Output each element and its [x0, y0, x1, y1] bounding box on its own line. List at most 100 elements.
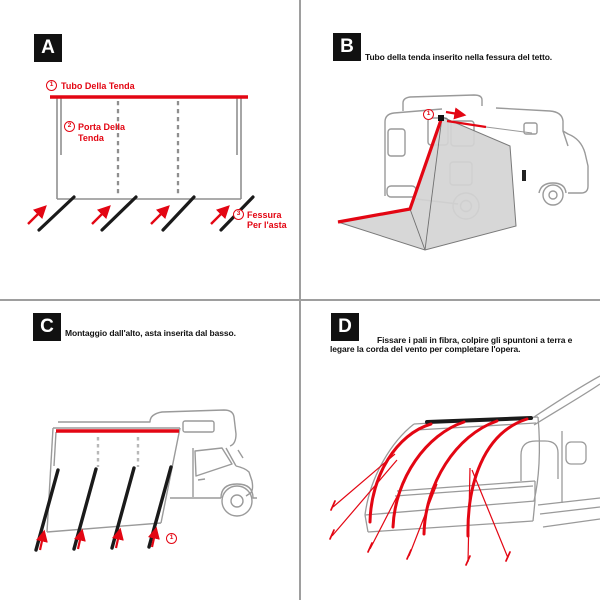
front-wheel-arch	[220, 483, 257, 499]
motorhome-rear-diagram	[337, 94, 589, 251]
callout-3-badge: 3	[233, 209, 244, 220]
panel-d-caption-line1: Fissare i pali in fibra, colpire gli spu…	[377, 335, 573, 345]
quadrant-divider-horizontal	[0, 299, 600, 301]
door-arch	[520, 440, 559, 481]
motorhome-outline	[58, 409, 257, 517]
guy-rope	[332, 453, 396, 508]
panel-right-edge	[160, 427, 181, 524]
awning-fabric	[337, 116, 517, 251]
guy-ropes	[331, 453, 509, 563]
fabric-creases	[409, 116, 443, 251]
fiber-pole-arcs	[368, 417, 529, 538]
guy-rope	[408, 483, 438, 557]
roof-box	[402, 94, 483, 111]
awning-poles	[34, 465, 173, 552]
body-line	[542, 518, 600, 528]
side-box	[565, 441, 587, 465]
door-handle-mark	[522, 170, 526, 181]
tent-front-diagram	[27, 95, 255, 232]
pole-line	[100, 195, 138, 232]
stake-peg	[406, 549, 412, 560]
stake-peg	[465, 555, 471, 566]
panel-b: B Tubo della tenda inserito nella fessur…	[300, 0, 600, 300]
awning-mid-seam	[394, 485, 534, 497]
panel-bottom-edge	[46, 522, 162, 533]
arrow-icon	[73, 528, 86, 550]
panel-a: A 1 Tubo Della Tenda 2 Porta Della Tenda…	[0, 0, 300, 300]
panel-letter-chip: A	[34, 34, 62, 62]
label-door-line1: Porta Della	[78, 122, 126, 132]
roof-sweep	[530, 375, 600, 420]
arrow-icon	[27, 205, 47, 225]
callout-1-badge: 1	[423, 109, 434, 120]
panel-fold-dashes	[96, 437, 140, 467]
panel-b-caption: Tubo della tenda inserito nella fessura …	[365, 52, 553, 62]
tent-fold-dashes	[116, 101, 180, 197]
awning-panel-outline	[46, 427, 181, 533]
windshield-line	[562, 130, 569, 147]
pole-line	[34, 468, 60, 552]
fiber-pole-arc	[368, 422, 433, 524]
door-handle	[197, 478, 206, 481]
arrow-icon	[150, 205, 170, 225]
guy-rope	[369, 480, 406, 550]
body-line	[537, 497, 600, 506]
insert-direction-arrows	[27, 205, 230, 225]
panel-letter-chip: C	[33, 313, 61, 341]
callout-1-badge: 1	[46, 80, 57, 91]
arrow-icon	[111, 527, 124, 549]
stake-peg	[330, 500, 336, 511]
tube-insert-red-line	[337, 116, 444, 224]
front-wheel	[221, 485, 253, 517]
awning-left-edge	[364, 423, 415, 516]
roof-sweep	[533, 383, 600, 426]
callout-2-badge: 2	[64, 121, 75, 132]
arrow-icon	[35, 529, 48, 551]
a-pillar	[225, 447, 237, 467]
cab-window	[523, 122, 538, 135]
fiber-pole-arc	[391, 420, 466, 529]
front-wheel-arch	[538, 182, 567, 194]
guy-rope	[331, 459, 398, 537]
label-slot-line1: Fessura	[247, 210, 282, 220]
roof-rail-bar	[425, 416, 533, 424]
panel-d-caption-line2: legare la corda del vento per completare…	[330, 344, 521, 354]
roof-and-luton	[58, 409, 237, 447]
panel-letter-chip: B	[333, 33, 361, 61]
crease-line	[409, 208, 426, 251]
front-wheel-hub	[230, 494, 244, 508]
stake-peg	[505, 551, 511, 562]
pole-line	[110, 466, 136, 550]
stake-peg	[367, 542, 373, 553]
guy-rope	[471, 469, 509, 559]
crease-line	[424, 116, 443, 251]
front-wheel	[542, 184, 564, 206]
pole-line	[72, 467, 98, 551]
panel-left-edge	[46, 427, 54, 533]
vehicle-and-awning-outline	[364, 375, 600, 533]
mirror	[237, 449, 244, 459]
ground-stakes	[329, 500, 511, 566]
motorhome-side-diagram	[34, 409, 257, 552]
awning-mid-seam	[396, 480, 536, 492]
awning-skirt-bottom	[367, 520, 534, 533]
pole-line	[161, 195, 196, 232]
panel-c: C Montaggio dall'alto, asta inserita dal…	[0, 300, 300, 600]
roof-rail-line	[485, 126, 533, 134]
front-wheel-hub	[548, 190, 558, 200]
tube-end-mark	[438, 115, 444, 121]
pole-line	[37, 195, 76, 232]
arrow-icon	[147, 526, 160, 548]
hood-front	[235, 465, 254, 497]
rear-window	[387, 128, 406, 157]
label-door-line2: Tenda	[78, 133, 104, 143]
label-slot-line2: Per l'asta	[247, 220, 287, 230]
arrow-icon	[210, 205, 230, 225]
label-tube: Tubo Della Tenda	[61, 81, 135, 91]
panel-d: D Fissare i pali in fibra, colpire gli s…	[300, 300, 600, 600]
tent-panel-outline	[56, 98, 242, 200]
door-window	[194, 447, 233, 477]
awning-skirt-right	[532, 500, 536, 522]
insert-direction-arrows	[35, 526, 160, 551]
callout-1-badge: 1	[166, 533, 177, 544]
